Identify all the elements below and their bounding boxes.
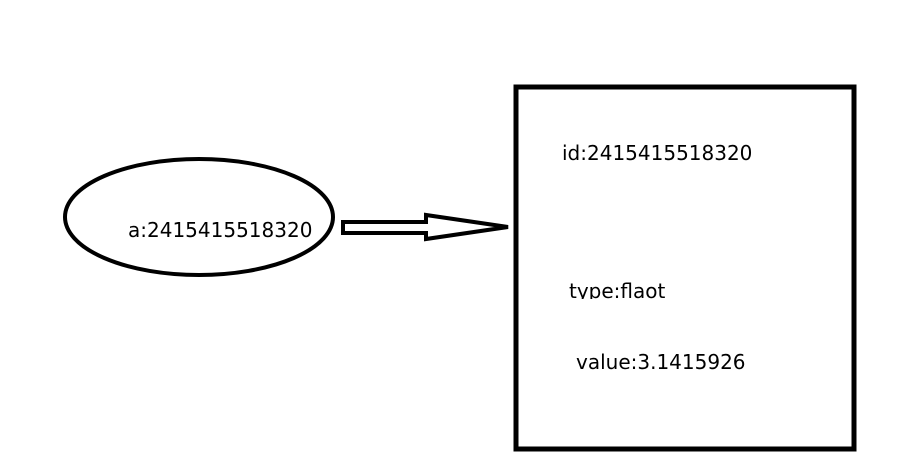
- reference-arrow: [341, 212, 509, 242]
- object-type-label: type:flaot: [569, 279, 666, 299]
- object-box: [513, 84, 857, 452]
- variable-label: a:2415415518320: [128, 218, 313, 242]
- variable-ellipse: [63, 157, 335, 277]
- object-id-label: id:2415415518320: [562, 141, 753, 165]
- object-value-label: value:3.1415926: [576, 350, 746, 374]
